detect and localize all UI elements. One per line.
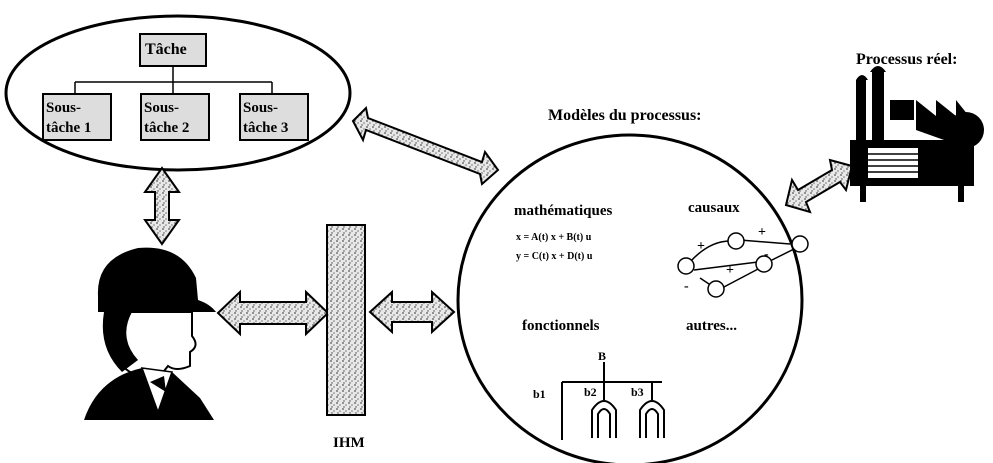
operator-helmet-icon xyxy=(84,247,216,420)
subtask-box-2 xyxy=(140,93,210,141)
arrow-tree-operator xyxy=(143,166,181,246)
causal-label: causaux xyxy=(688,200,740,216)
causal-sign-5: - xyxy=(684,279,689,294)
causal-sign-2: + xyxy=(758,225,766,240)
causal-sign-3: + xyxy=(726,263,734,278)
subtask-2-line1: Sous- xyxy=(144,100,179,116)
others-label: autres... xyxy=(686,318,737,334)
subtask-3-line2: tâche 3 xyxy=(243,120,288,136)
ihm-bar xyxy=(326,224,366,416)
subtask-3-line1: Sous- xyxy=(243,100,278,116)
functional-b3: b3 xyxy=(631,385,644,399)
task-hierarchy xyxy=(4,14,352,172)
models-title: Modèles du processus: xyxy=(548,107,702,124)
process-title: Processus réel: xyxy=(856,51,957,68)
math-eq-1: x = A(t) x + B(t) u xyxy=(516,232,592,243)
double-arrow-icon xyxy=(143,105,854,337)
causal-sign-1: + xyxy=(697,239,705,254)
functional-b2: b2 xyxy=(584,385,597,399)
subtask-box-1 xyxy=(42,93,112,141)
task-root-label: Tâche xyxy=(145,41,187,58)
functional-b1: b1 xyxy=(533,387,546,401)
arrow-models-process xyxy=(784,158,854,214)
functional-top-label: B xyxy=(598,349,606,363)
task-root-box xyxy=(139,33,207,67)
models-circle xyxy=(456,133,804,463)
arrow-ihm-models xyxy=(368,289,456,335)
ihm-label: IHM xyxy=(333,435,365,451)
subtask-box-3 xyxy=(239,93,309,141)
math-eq-2: y = C(t) x + D(t) u xyxy=(516,251,593,262)
subtask-2-line2: tâche 2 xyxy=(144,120,189,136)
arrow-tree-models xyxy=(351,105,500,186)
causal-graph xyxy=(677,232,809,298)
arrow-operator-ihm xyxy=(216,289,330,337)
subtask-1-line2: tâche 1 xyxy=(46,120,91,136)
math-label: mathématiques xyxy=(514,203,612,219)
functional-diagram xyxy=(561,362,665,440)
factory-icon xyxy=(850,66,984,202)
subtask-1-line1: Sous- xyxy=(46,100,81,116)
functional-label: fonctionnels xyxy=(522,318,600,334)
causal-sign-4: - xyxy=(764,247,769,262)
